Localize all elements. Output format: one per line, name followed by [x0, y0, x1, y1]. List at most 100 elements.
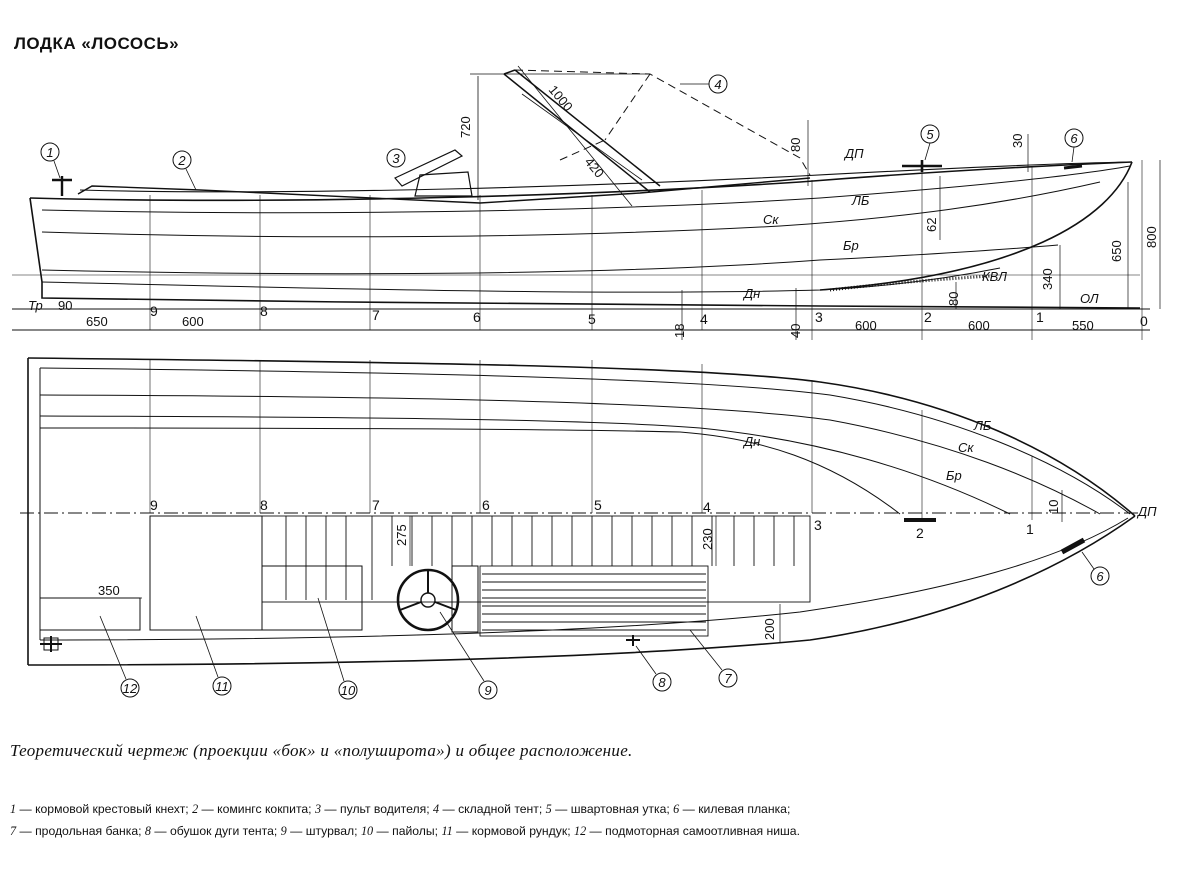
legend-item: 11 — кормовой рундук;: [441, 824, 571, 838]
side-line-lb: [41, 165, 1131, 214]
aft-bitt: [52, 176, 72, 196]
side-station-0: 0: [1140, 313, 1148, 329]
plan-line-br: [39, 415, 1011, 515]
plan-line-sk: [39, 394, 1101, 515]
side-station-5: 5: [588, 311, 596, 327]
dim-600a: 600: [182, 314, 204, 329]
side-callout-nums: 1 2 3 4 5 6: [46, 77, 1078, 168]
dim-600b: 600: [855, 318, 877, 333]
callout-5: 5: [926, 127, 934, 142]
floor-panels: [261, 565, 363, 631]
side-station-3: 3: [815, 309, 823, 325]
callout-11: 11: [215, 679, 229, 694]
plan-lower-outline: [27, 515, 1136, 666]
side-view: [12, 65, 1161, 340]
side-sheer-line: [29, 161, 1133, 202]
plan-line-dn: [39, 427, 901, 515]
side-label-kvl: КВЛ: [982, 269, 1007, 284]
side-line-sk: [41, 181, 1101, 238]
legend-item: 8 — обушок дуги тента;: [144, 824, 278, 838]
dim-30: 30: [1010, 134, 1025, 148]
dim-62: 62: [924, 218, 939, 232]
dim-80a: 80: [946, 292, 961, 306]
steering-wheel-plan: [396, 565, 479, 633]
legend-item: 3 — пульт водителя;: [314, 802, 430, 816]
tent-bow: [503, 69, 661, 193]
tent-bow-inner: [521, 93, 643, 181]
callout-1: 1: [46, 145, 53, 160]
plan-lower-deck: [39, 517, 1129, 641]
side-station-4: 4: [700, 311, 708, 327]
bow-cleat: [902, 160, 942, 172]
callout-4: 4: [714, 77, 721, 92]
figure-caption: Теоретический чертеж (проекции «бок» и «…: [10, 741, 633, 760]
side-station-2: 2: [924, 309, 932, 325]
plan-station-7: 7: [372, 497, 380, 513]
side-station-7: 7: [372, 307, 380, 323]
plan-station-1: 1: [1026, 521, 1034, 537]
longitudinal-bench: [479, 565, 709, 637]
legend: 1 — кормовой крестовый кнехт; 2 — коминг…: [10, 798, 1180, 842]
tent-folded-dashed: [514, 69, 811, 176]
plan-station-6: 6: [482, 497, 490, 513]
callout-3: 3: [392, 151, 400, 166]
plan-callout-nums: 6 7 8 9 10 11 12: [123, 569, 1105, 698]
dim-90: 90: [58, 298, 72, 313]
legend-item: 7 — продольная банка;: [10, 824, 142, 838]
plan-station-4: 4: [703, 499, 711, 515]
side-station-1: 1: [1036, 309, 1044, 325]
dim-720: 720: [458, 116, 473, 138]
dim-275: 275: [394, 524, 409, 546]
plan-station-3: 3: [814, 517, 822, 533]
plan-label-br: Бр: [946, 468, 962, 483]
dim-600c: 600: [968, 318, 990, 333]
tent-dim-1000: [517, 65, 633, 207]
dim-650b: 650: [1109, 240, 1124, 262]
side-coaming: [77, 177, 811, 204]
callout-12: 12: [123, 681, 138, 696]
side-deck-edge: [79, 161, 1133, 193]
legend-item: 5 — швартовная утка;: [545, 802, 670, 816]
plan-station-5: 5: [594, 497, 602, 513]
side-station-8: 8: [260, 303, 268, 319]
legend-item: 4 — складной тент;: [433, 802, 543, 816]
plan-view: [20, 357, 1140, 666]
plan-station-lines: [149, 360, 1033, 520]
plan-label-sk: Ск: [958, 440, 974, 455]
legend-item: 9 — штурвал;: [280, 824, 358, 838]
callout-2: 2: [177, 153, 186, 168]
dim-350: 350: [98, 583, 120, 598]
callout-6: 6: [1070, 131, 1078, 146]
callout-10: 10: [341, 683, 356, 698]
side-label-br: Бр: [843, 238, 859, 253]
side-label-lb: ЛБ: [851, 193, 870, 208]
plan-label-lb: ЛБ: [973, 418, 992, 433]
legend-item: 1 — кормовой крестовый кнехт;: [10, 802, 189, 816]
legend-item: 10 — пайолы;: [360, 824, 439, 838]
plan-line-lb: [39, 367, 1131, 515]
callout-9: 9: [484, 683, 491, 698]
keel-plate: [1063, 164, 1083, 170]
side-label-dp: ДП: [843, 146, 864, 161]
console-shape: [414, 171, 473, 197]
plan-upper-outline: [27, 357, 1136, 517]
tent-bow-lug: [626, 635, 640, 646]
motor-niche: [39, 597, 141, 631]
dim-550: 550: [1072, 318, 1094, 333]
drawing-title: ЛОДКА «ЛОСОСЬ»: [14, 34, 180, 53]
plan-station-2: 2: [916, 525, 924, 541]
plan-label-dp: ДП: [1136, 504, 1157, 519]
aft-locker: [149, 515, 263, 631]
boat-drawing: ДП ЛБ Ск Бр КВЛ ОЛ Дн Тр 9 8 7 6 5 4 3 2…: [12, 65, 1161, 700]
plan-callouts: [99, 551, 1110, 700]
dim-200: 200: [762, 618, 777, 640]
dim-40: 40: [788, 324, 803, 338]
dim-800: 800: [1144, 226, 1159, 248]
callout-8: 8: [658, 675, 666, 690]
dim-420: 420: [582, 154, 607, 180]
plan-view-text: ЛБ Ск Бр Дн ДП 9 8 7 6 5 4 3 2 1 350 275…: [98, 418, 1157, 640]
side-kvl-hatching: [829, 274, 991, 292]
side-label-dn: Дн: [742, 286, 760, 301]
floor-slats: [261, 515, 811, 603]
side-station-9: 9: [150, 303, 158, 319]
